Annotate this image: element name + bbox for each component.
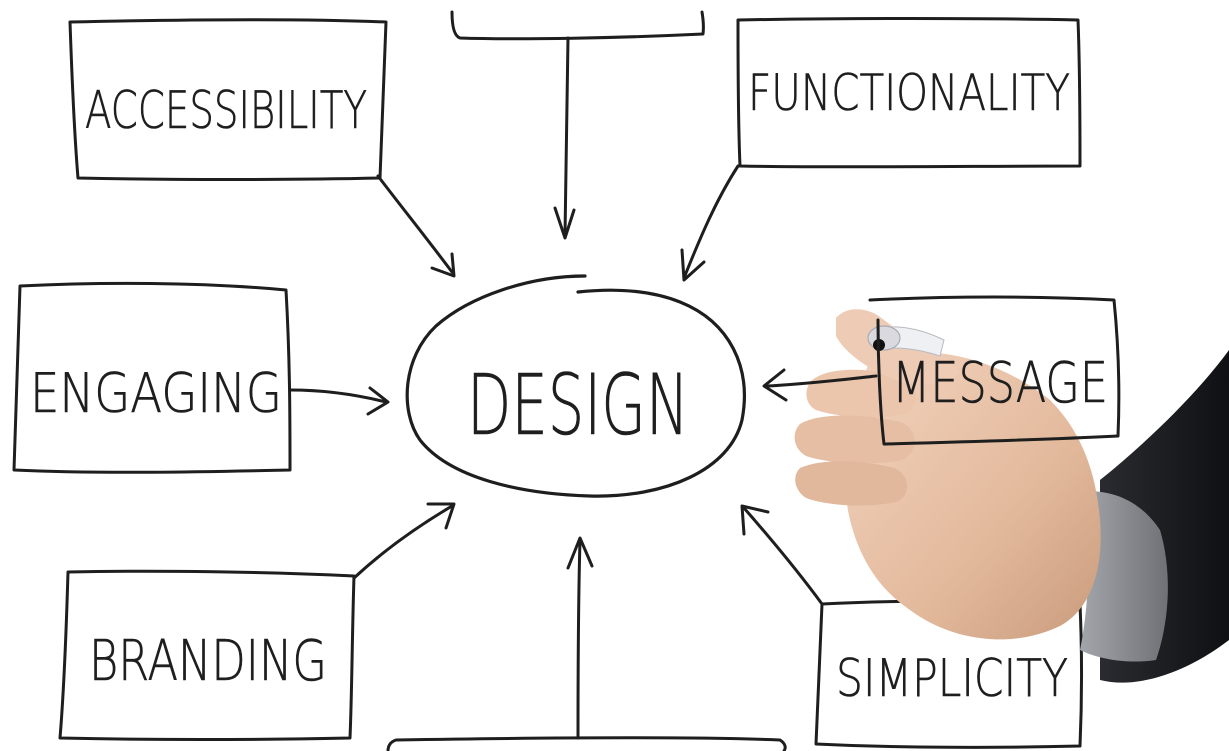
node-branding-box xyxy=(58,569,356,741)
hand-finger-2 xyxy=(794,415,915,464)
center-design-node: DESIGN xyxy=(405,274,746,498)
top-partial-box xyxy=(450,10,705,41)
node-functionality-label: FUNCTIONALITY xyxy=(748,64,1070,122)
node-accessibility: ACCESSIBILITY xyxy=(68,18,388,181)
node-message: MESSAGE xyxy=(868,295,1121,446)
node-message-box xyxy=(868,295,1121,446)
hand-finger-3 xyxy=(795,461,908,506)
arrow-branding-to-design xyxy=(352,502,456,580)
node-simplicity-label: SIMPLICITY xyxy=(836,649,1068,709)
center-design-label: DESIGN xyxy=(467,356,689,454)
hand-palm xyxy=(845,352,1101,640)
bottom-partial-box xyxy=(386,736,787,751)
node-functionality: FUNCTIONALITY xyxy=(736,17,1082,169)
node-accessibility-label: ACCESSIBILITY xyxy=(85,81,367,141)
center-design-ellipse xyxy=(405,274,746,498)
presenter-hand-illustration xyxy=(794,309,1229,683)
node-engaging-label: ENGAGING xyxy=(30,362,282,425)
arrow-accessibility-to-design xyxy=(376,174,456,278)
node-branding-label: BRANDING xyxy=(89,629,327,694)
node-simplicity: SIMPLICITY xyxy=(814,599,1083,749)
node-message-label: MESSAGE xyxy=(892,351,1108,416)
arrow-message-to-design xyxy=(762,368,878,402)
node-engaging-box xyxy=(12,281,292,474)
arrow-functionality-to-design xyxy=(680,164,740,282)
node-engaging: ENGAGING xyxy=(12,281,292,474)
arrow-engaging-to-design xyxy=(288,386,390,416)
node-branding: BRANDING xyxy=(58,569,356,741)
arrow-simplicity-to-design xyxy=(740,504,824,606)
node-functionality-box xyxy=(736,17,1082,169)
arrow-top-to-design xyxy=(553,36,576,240)
arrow-bottom-to-design xyxy=(566,536,594,740)
